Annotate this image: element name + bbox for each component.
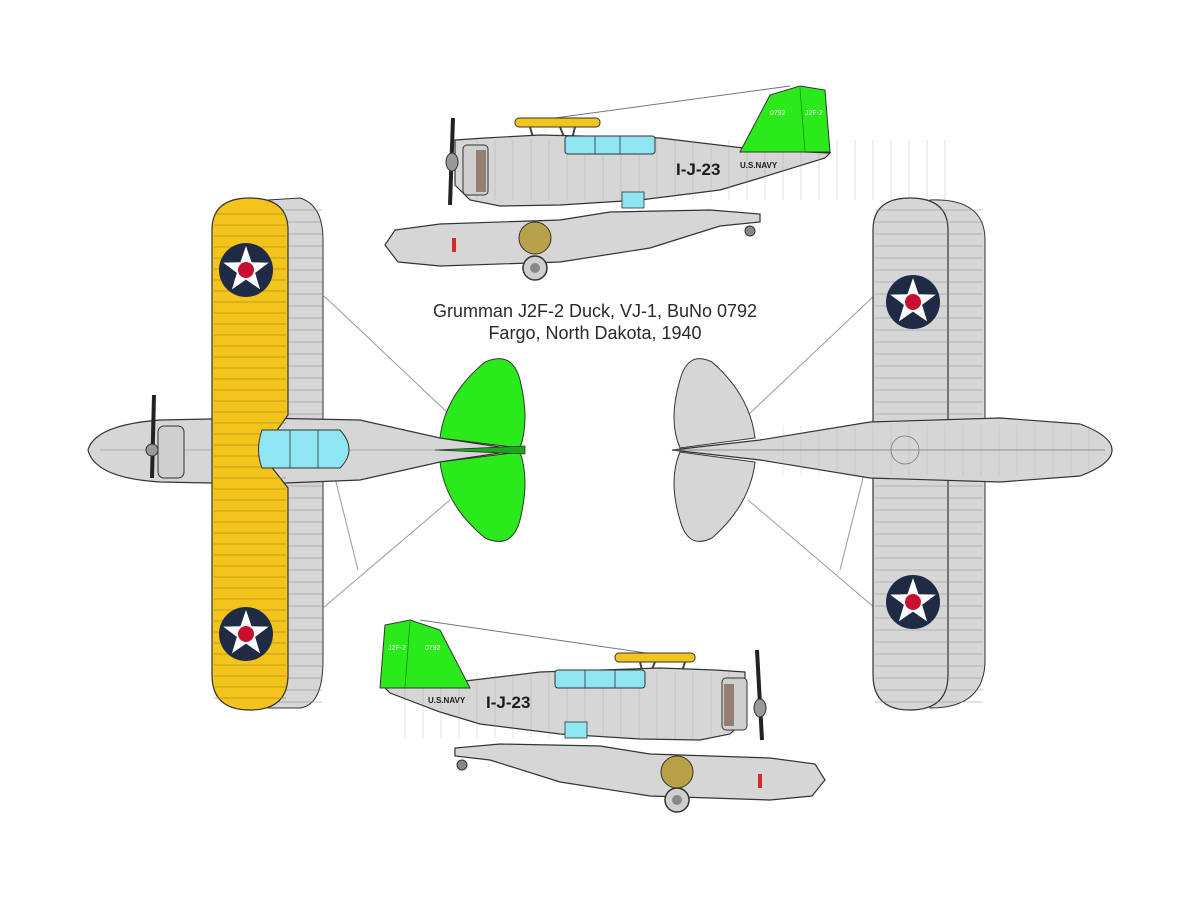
fuselage-code: I-J-23	[676, 160, 720, 179]
top-view	[87, 197, 526, 711]
upper-wing	[514, 117, 601, 128]
horizontal-stabilizer	[673, 358, 756, 449]
roundel-insignia	[219, 243, 273, 297]
canopy	[564, 135, 656, 155]
float-red-mark	[452, 238, 456, 252]
engine-cowling	[157, 425, 185, 479]
propeller	[755, 649, 764, 741]
wheel-well	[890, 435, 920, 465]
wheel-well	[518, 221, 552, 255]
propeller	[150, 394, 156, 479]
caption-line-aircraft: Grumman J2F-2 Duck, VJ-1, BuNo 0792	[432, 301, 758, 321]
side-profile-right-facing: J2F-2 0792 I-J-23 U.S.NAVY	[379, 619, 826, 813]
tail-fin	[739, 85, 831, 153]
canopy	[258, 429, 350, 469]
underside-view	[671, 197, 1113, 711]
horizontal-stabilizer	[673, 451, 756, 542]
roundel-insignia	[886, 275, 940, 329]
tail-fin-top	[434, 445, 526, 455]
main-float	[384, 209, 761, 267]
main-float	[454, 743, 826, 801]
caption: Grumman J2F-2 Duck, VJ-1, BuNo 0792 Farg…	[395, 300, 795, 344]
fin-type: J2F-2	[805, 110, 823, 117]
fuselage-service-label: U.S.NAVY	[428, 696, 466, 705]
canopy	[554, 669, 646, 689]
roundel-insignia	[886, 575, 940, 629]
tail-fin	[379, 619, 471, 689]
side-window	[564, 721, 588, 739]
tail-wheel	[456, 759, 468, 771]
fin-type: J2F-2	[388, 645, 406, 652]
wheel-well	[660, 755, 694, 789]
tail-wheel	[744, 225, 756, 237]
bracing-wire	[539, 85, 791, 121]
side-window	[621, 191, 645, 209]
upper-wing	[614, 652, 696, 663]
bracing-wire	[419, 619, 661, 656]
fuselage-service-label: U.S.NAVY	[740, 161, 778, 170]
fin-buno: 0792	[425, 645, 441, 652]
side-profile-left-facing: 0792 J2F-2 I-J-23 U.S.NAVY	[384, 85, 960, 281]
horizontal-stabilizer	[439, 358, 526, 449]
float-red-mark	[758, 774, 762, 788]
fuselage-code: I-J-23	[486, 693, 530, 712]
caption-line-location: Fargo, North Dakota, 1940	[488, 323, 702, 343]
fin-buno: 0792	[770, 110, 786, 117]
roundel-insignia	[219, 607, 273, 661]
fuselage-panel-lines	[460, 140, 960, 200]
horizontal-stabilizer	[439, 451, 526, 542]
